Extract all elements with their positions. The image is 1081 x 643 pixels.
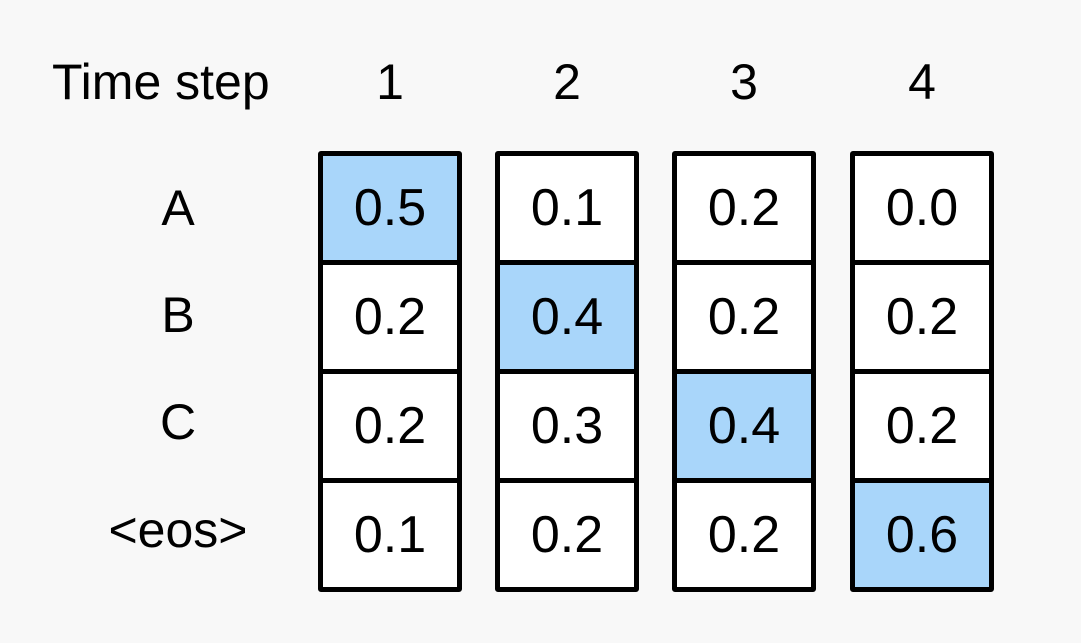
probability-cell: 0.2 — [855, 369, 989, 478]
row-label: A — [161, 180, 195, 236]
time-step-number: 3 — [730, 54, 758, 110]
selected-probability-cell: 0.4 — [677, 369, 811, 478]
time-step-number: 2 — [553, 54, 581, 110]
probability-cell: 0.2 — [500, 478, 634, 587]
time-step-number: 1 — [376, 54, 404, 110]
row-label: C — [159, 394, 197, 450]
probability-cell: 0.0 — [885, 179, 959, 237]
selected-probability-cell: 0.5 — [323, 156, 457, 260]
selected-probability-cell: 0.6 — [855, 478, 989, 587]
time-step-number: 4 — [908, 54, 936, 110]
probability-cell: 0.1 — [323, 478, 457, 587]
probability-cell: 0.3 — [500, 369, 634, 478]
row-label: <eos> — [108, 502, 248, 558]
probability-cell: 0.2 — [707, 179, 781, 237]
probability-cell: 0.2 — [677, 478, 811, 587]
probability-cell: 0.1 — [530, 179, 604, 237]
probability-cell: 0.2 — [677, 260, 811, 369]
probability-cell: 0.2 — [323, 260, 457, 369]
time-step-label: Time step — [52, 54, 270, 110]
probability-cell: 0.2 — [323, 369, 457, 478]
selected-probability-cell: 0.4 — [500, 260, 634, 369]
probability-cell: 0.2 — [855, 260, 989, 369]
row-label: B — [161, 287, 195, 343]
